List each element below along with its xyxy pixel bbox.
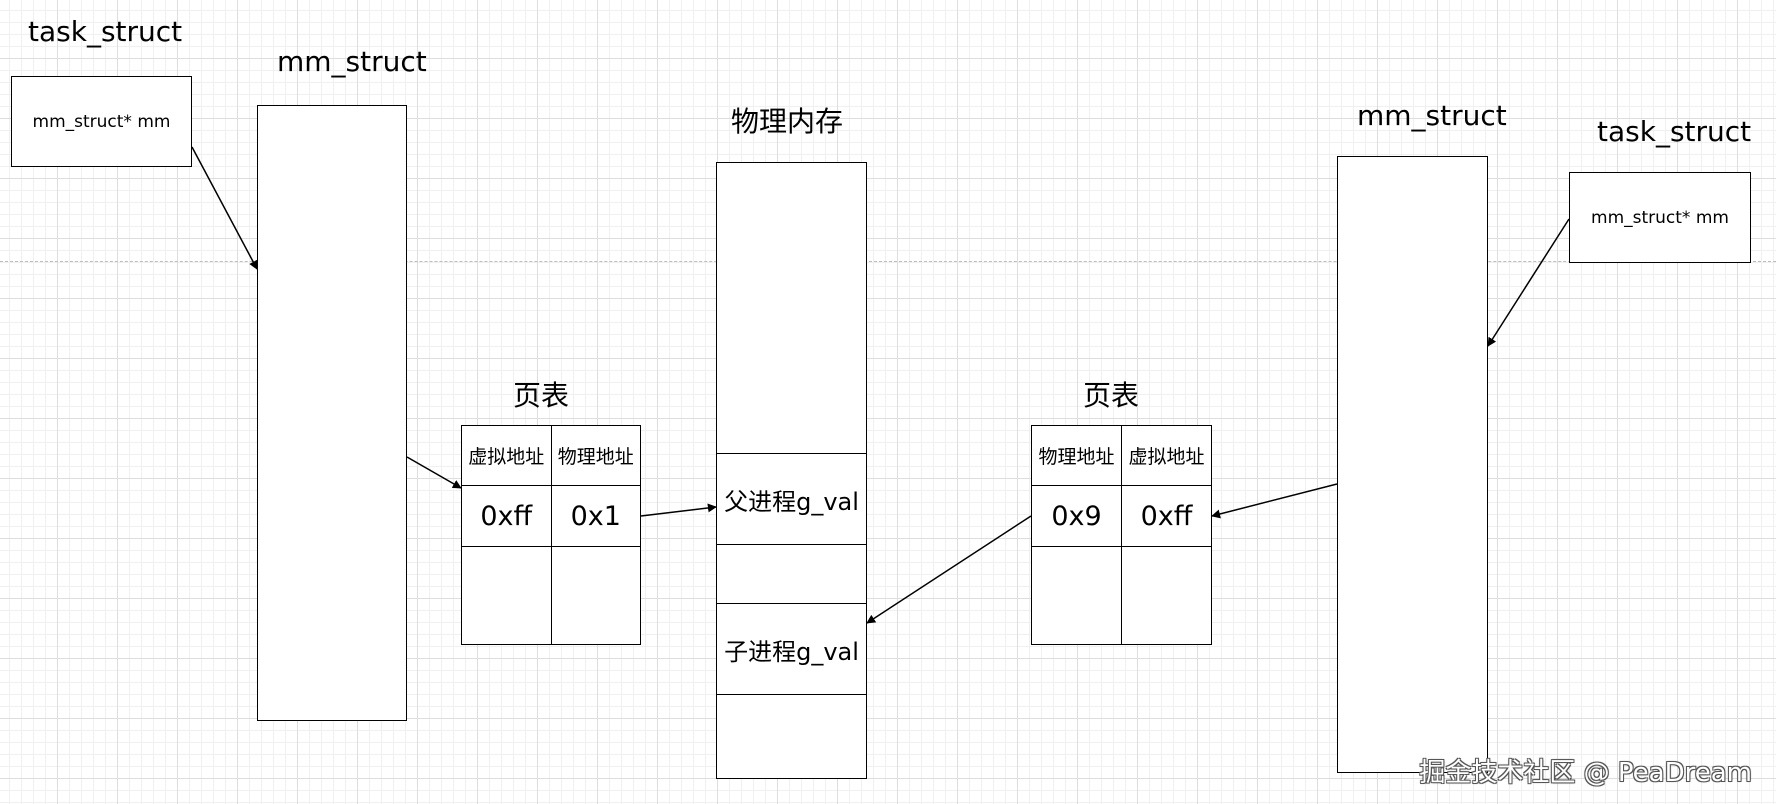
arrow-right-task-to-mm xyxy=(1487,218,1570,347)
page-break-line xyxy=(0,261,1776,262)
left-pt-virtual-value: 0xff xyxy=(461,485,552,547)
right-pt-virtual-value: 0xff xyxy=(1121,485,1212,547)
right-page-table[interactable]: 物理地址 虚拟地址 0x9 0xff xyxy=(1031,425,1212,645)
watermark-text: 掘金技术社区 @ PeaDream xyxy=(1419,758,1752,788)
right-pt-physical-value: 0x9 xyxy=(1031,485,1122,547)
left-page-table[interactable]: 虚拟地址 物理地址 0xff 0x1 xyxy=(461,425,641,645)
arrow-left-mm-to-page-table xyxy=(406,456,462,489)
arrow-right-pt-to-child-gval xyxy=(866,515,1032,624)
right-task-struct-title: task_struct xyxy=(1597,115,1752,148)
left-mm-struct-box[interactable] xyxy=(257,105,407,721)
memory-gap-cell xyxy=(717,544,866,603)
arrow-left-task-to-mm xyxy=(191,146,258,270)
memory-tail-cell xyxy=(717,694,866,777)
right-pt-empty-cell xyxy=(1031,546,1122,645)
physical-memory-box[interactable]: 父进程g_val 子进程g_val xyxy=(716,162,867,779)
right-page-table-title: 页表 xyxy=(1083,379,1140,412)
left-pt-empty-cell xyxy=(461,546,552,645)
right-pt-empty-cell xyxy=(1121,546,1212,645)
right-mm-struct-box[interactable] xyxy=(1337,156,1488,773)
right-mm-pointer-field: mm_struct* mm xyxy=(1591,207,1729,228)
right-pt-header-physical: 物理地址 xyxy=(1031,425,1122,486)
physical-memory-title: 物理内存 xyxy=(731,105,844,138)
right-mm-struct-title: mm_struct xyxy=(1357,99,1507,132)
left-pt-header-physical: 物理地址 xyxy=(550,425,641,486)
left-pt-header-virtual: 虚拟地址 xyxy=(461,425,552,486)
child-gval-cell[interactable]: 子进程g_val xyxy=(717,603,866,694)
right-pt-header-virtual: 虚拟地址 xyxy=(1121,425,1212,486)
left-pt-empty-cell xyxy=(550,546,641,645)
left-page-table-title: 页表 xyxy=(513,379,570,412)
arrow-right-mm-to-page-table xyxy=(1211,483,1338,519)
left-mm-pointer-field: mm_struct* mm xyxy=(32,111,171,132)
left-task-struct-title: task_struct xyxy=(28,15,183,48)
left-task-struct-box[interactable]: mm_struct* mm xyxy=(11,76,192,167)
child-gval-label: 子进程g_val xyxy=(724,637,859,666)
left-pt-physical-value: 0x1 xyxy=(550,485,641,547)
arrow-left-pt-to-parent-gval xyxy=(640,503,717,517)
left-mm-struct-title: mm_struct xyxy=(277,45,427,78)
right-task-struct-box[interactable]: mm_struct* mm xyxy=(1569,172,1751,263)
parent-gval-label: 父进程g_val xyxy=(724,487,859,516)
parent-gval-cell[interactable]: 父进程g_val xyxy=(717,453,866,544)
